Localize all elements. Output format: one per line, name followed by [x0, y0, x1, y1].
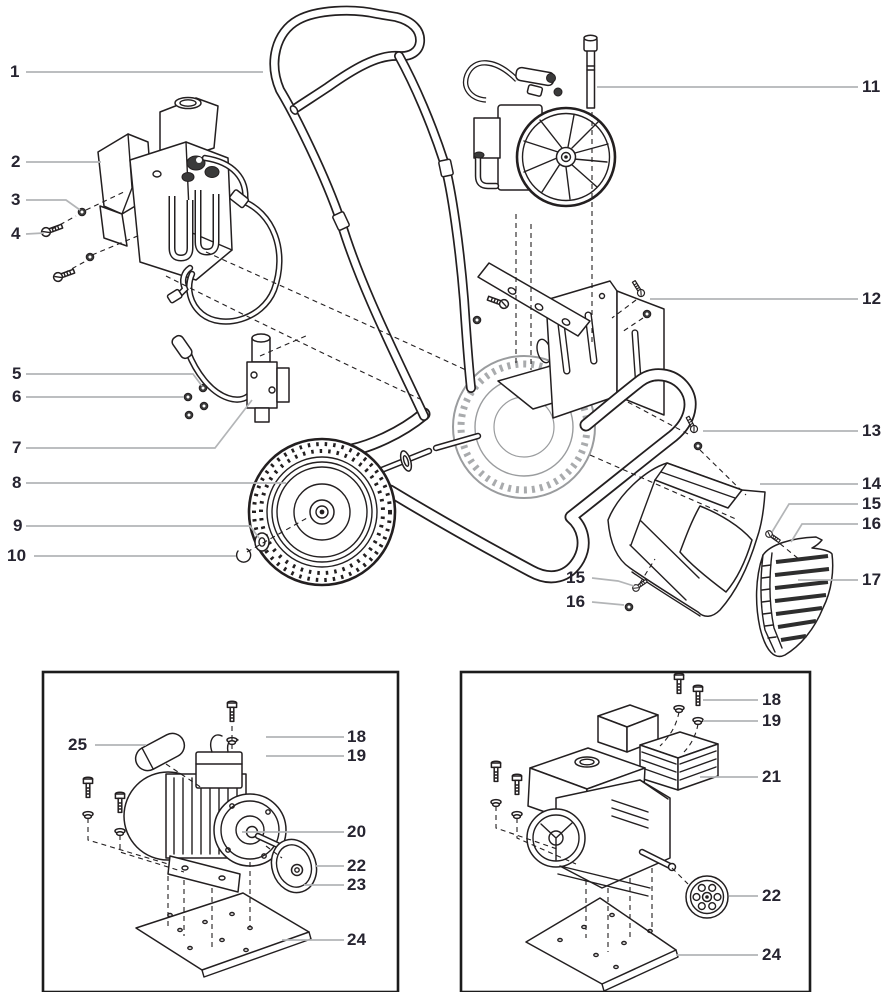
front-wheel	[247, 437, 397, 587]
callout-15: 15	[862, 494, 882, 513]
callout-1: 1	[10, 62, 20, 81]
callout-7: 7	[12, 438, 22, 457]
callout-24-box2: 24	[762, 945, 782, 964]
callout-5: 5	[12, 364, 22, 383]
callout-19-box2: 19	[762, 711, 782, 730]
callout-8: 8	[12, 473, 22, 492]
callout-13: 13	[862, 421, 882, 440]
engine-alignment-dashes	[495, 711, 699, 952]
gas-engine	[526, 704, 719, 897]
callout-19-box1: 19	[347, 746, 367, 765]
callout-10: 10	[7, 546, 27, 565]
vent-grille	[755, 536, 834, 658]
alignment-dashes	[51, 112, 801, 584]
engine-pulley	[685, 875, 729, 919]
callout-2: 2	[11, 152, 21, 171]
callout-9: 9	[13, 516, 23, 535]
pump-assembly	[463, 34, 617, 208]
handle-collar-right	[438, 158, 454, 178]
pulley-hub-bolt	[290, 863, 304, 877]
shroud-screws-15-16	[624, 577, 649, 612]
callout-25-box1: 25	[68, 735, 88, 754]
belt-shroud	[607, 462, 766, 617]
callout-16: 16	[862, 514, 882, 533]
cart-handle	[269, 5, 476, 421]
capacitor	[134, 732, 186, 772]
callout-24-box1: 24	[347, 930, 367, 949]
electric-motor	[123, 734, 288, 893]
callout-4: 4	[11, 224, 21, 243]
callout-6: 6	[12, 387, 22, 406]
callout-14: 14	[862, 474, 882, 493]
callout-12: 12	[862, 289, 882, 308]
callout-21-box2: 21	[762, 767, 782, 786]
callout-22-box1: 22	[347, 856, 367, 875]
motor-base-plate	[135, 892, 312, 978]
callout-23-box1: 23	[347, 875, 367, 894]
electric-motor-inset	[41, 670, 400, 992]
handle-collar-left	[332, 211, 350, 231]
leader-lines	[25, 71, 858, 956]
pump-pulley	[515, 106, 617, 208]
callout-22-box2: 22	[762, 886, 782, 905]
callout-20-box1: 20	[347, 822, 367, 841]
retaining-clip	[235, 548, 252, 563]
callout-16-inner: 16	[566, 592, 586, 611]
callout-17: 17	[862, 570, 882, 589]
motor-alignment-dashes	[87, 726, 283, 950]
filter-tank-assembly	[97, 96, 283, 325]
callout-15-inner: 15	[566, 568, 586, 587]
pump-mount-rail	[472, 262, 591, 337]
callout-3: 3	[11, 190, 21, 209]
callout-11: 11	[862, 77, 881, 96]
callout-18-box1: 18	[347, 727, 367, 746]
callout-18-box2: 18	[762, 690, 782, 709]
drain-valve-assembly	[171, 333, 290, 423]
engine-base-plate	[525, 897, 679, 992]
gas-engine-inset	[459, 670, 812, 992]
